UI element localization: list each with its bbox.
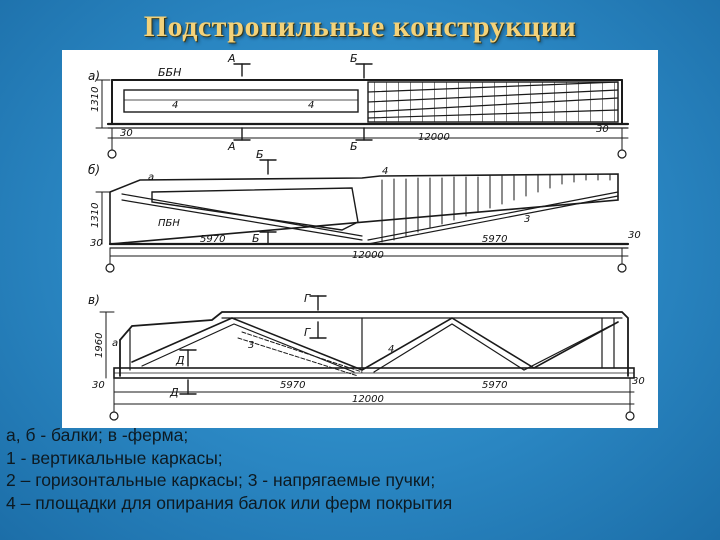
panel-b-dim-half-right: 5970 [482, 234, 507, 245]
panel-b-beam: б) [88, 148, 641, 273]
caption-line-4: 4 – площадки для опирания балок или ферм… [6, 492, 453, 513]
panel-c-truss: в) а 3 4 [88, 292, 645, 421]
beam-drawings-figure: а) ББН А А Б [62, 50, 658, 428]
panel-c-callout-3: 3 [248, 340, 254, 351]
panel-c-section-d-top: Д [175, 354, 185, 367]
figure-caption: а, б - балки; в -ферма; 1 - вертикальные… [6, 424, 716, 514]
panel-c-callout-4: 4 [388, 344, 394, 355]
panel-b-dim-span: 12000 [352, 250, 384, 261]
panel-c-dim-half-right: 5970 [482, 380, 507, 391]
panel-b-dim-right: 30 [628, 230, 641, 241]
panel-b-section-top: Б [256, 148, 264, 161]
panel-b-callout-a: а [148, 172, 154, 183]
panel-b-callout-3: 3 [524, 214, 530, 225]
panel-b-section-bottom: Б [252, 232, 260, 245]
panel-b-dim-left: 30 [90, 238, 103, 249]
panel-c-dim-span: 12000 [352, 394, 384, 405]
section-mark-a-bottom: А [227, 140, 236, 153]
axis-marker-a-left [107, 149, 117, 159]
caption-line-3: 2 – горизонтальные каркасы; 3 - напрягае… [6, 470, 436, 490]
panel-b-label: б) [88, 163, 100, 177]
panel-c-section-g-top: Г [304, 292, 311, 305]
panel-c-callout-a: а [112, 338, 118, 349]
panel-c-dim-right: 30 [632, 376, 645, 387]
axis-marker-b-left [105, 263, 115, 273]
section-mark-a-top: А [227, 52, 236, 65]
panel-a-dim-span: 12000 [418, 132, 450, 143]
panel-c-dim-left: 30 [92, 380, 105, 391]
panel-a-height: 1310 [90, 87, 101, 112]
section-mark-b-bottom: Б [350, 140, 358, 153]
panel-a-label: а) [88, 69, 100, 83]
section-mark-b-top: Б [350, 52, 358, 65]
panel-a-element-code: ББН [158, 66, 181, 79]
panel-a-dim-right: 30 [596, 124, 609, 135]
callout-4-right: 4 [308, 100, 314, 111]
panel-c-dim-half-left: 5970 [280, 380, 305, 391]
panel-b-callout-4: 4 [382, 166, 388, 177]
panel-b-dim-half-left: 5970 [200, 234, 225, 245]
caption-line-1: а, б - балки; в -ферма; [6, 425, 189, 445]
technical-drawing: а) ББН А А Б [88, 52, 645, 421]
slide-title: Подстропильные конструкции [143, 10, 577, 43]
caption-line-2: 1 - вертикальные каркасы; [6, 447, 223, 468]
panel-c-section-g-bottom: Г [304, 326, 311, 339]
panel-a-beam: а) ББН А А Б [88, 52, 630, 159]
panel-b-element-code: ПБН [158, 218, 180, 229]
axis-marker-c-left [109, 411, 119, 421]
panel-a-dim-left: 30 [120, 128, 133, 139]
callout-4-left: 4 [172, 100, 178, 111]
axis-marker-c-right [625, 411, 635, 421]
panel-c-label: в) [88, 293, 100, 307]
panel-b-height: 1310 [90, 203, 101, 228]
axis-marker-a-right [617, 149, 627, 159]
panel-c-height: 1960 [94, 333, 105, 358]
axis-marker-b-right [617, 263, 627, 273]
